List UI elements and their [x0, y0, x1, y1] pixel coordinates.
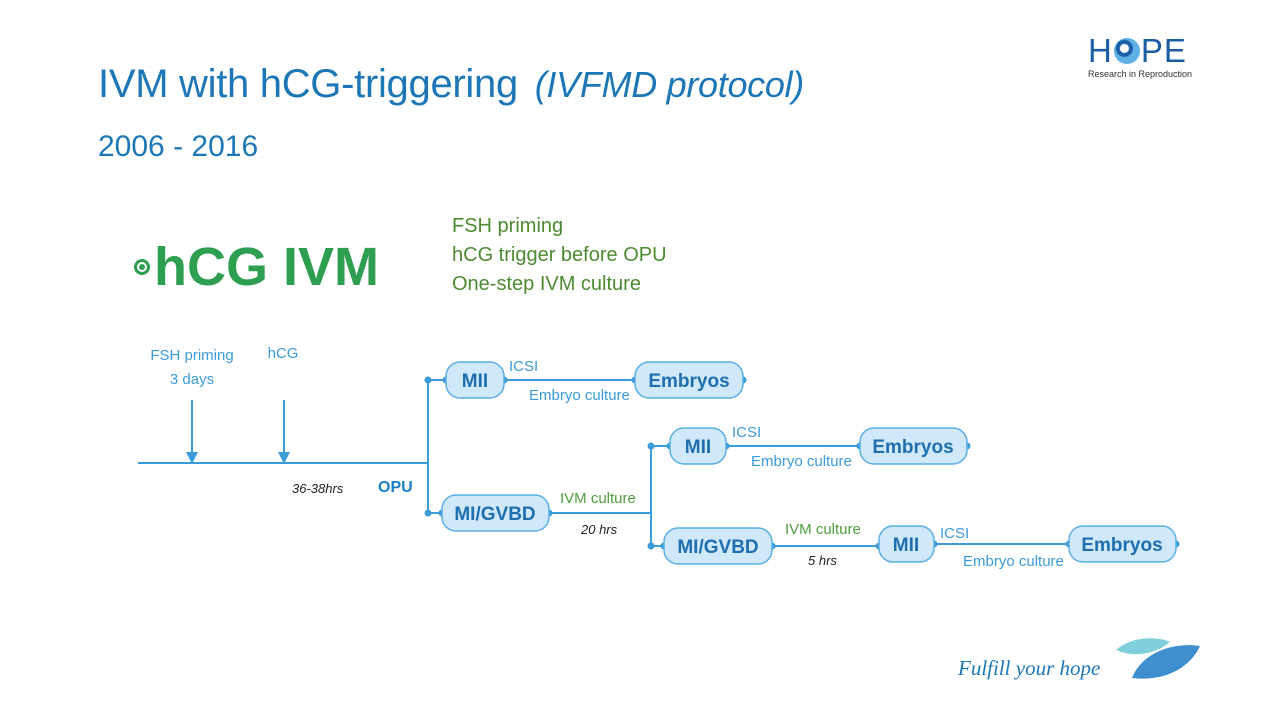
logo-letters-pe: PE — [1140, 32, 1187, 69]
ivm-culture-label: IVM culture — [560, 490, 636, 507]
edge-label: ICSI — [732, 424, 761, 441]
node-mii-2 — [669, 427, 727, 465]
node-label: MI/GVBD — [677, 537, 758, 558]
node-mii-1 — [445, 361, 505, 399]
hcg-arrow-head — [278, 452, 290, 464]
node-label: MII — [685, 437, 711, 458]
feature-item: FSH priming — [452, 215, 564, 237]
node-embryos-3 — [1068, 525, 1177, 563]
fsh-arrow-head — [186, 452, 198, 464]
node-embryos-1 — [634, 361, 744, 399]
feature-item: hCG trigger before OPU — [452, 244, 667, 266]
connector-dot — [647, 542, 655, 550]
node-mi-gvbd-1 — [441, 494, 550, 532]
bullet-icon — [134, 259, 150, 275]
interval-label: 36-38hrs — [292, 481, 344, 496]
feature-list: FSH priming hCG trigger before OPU One-s… — [452, 212, 667, 299]
node-label: MI/GVBD — [454, 504, 535, 525]
logo-letter-h: H — [1088, 32, 1113, 69]
node-label: MII — [893, 535, 919, 556]
connector-dot — [424, 376, 432, 384]
duration-label: 20 hrs — [580, 522, 618, 537]
logo-tagline: Research in Reproduction — [1088, 69, 1193, 79]
title-main: IVM with hCG-triggering — [98, 62, 518, 106]
fsh-priming-label: FSH priming — [150, 347, 233, 364]
edge-label: Embryo culture — [529, 387, 630, 404]
opu-label: OPU — [378, 479, 413, 496]
duration-label: 5 hrs — [808, 553, 837, 568]
title-protocol: (IVFMD protocol) — [534, 64, 805, 105]
node-label: Embryos — [872, 437, 953, 458]
node-label: MII — [462, 371, 488, 392]
method-label: hCG IVM — [154, 237, 379, 297]
ivm-culture-label: IVM culture — [785, 521, 861, 538]
node-label: Embryos — [648, 371, 729, 392]
connector-dot — [424, 509, 432, 517]
node-embryos-2 — [859, 427, 968, 465]
feature-item: One-step IVM culture — [452, 273, 641, 295]
leaf-icon — [1116, 638, 1200, 679]
connector-dot — [647, 442, 655, 450]
edge-label: ICSI — [940, 525, 969, 542]
footer-tagline: Fulfill your hope — [958, 656, 1101, 680]
hope-logo: H PE Research in Reproduction — [1088, 34, 1200, 79]
eye-icon — [1113, 37, 1140, 64]
method-heading: hCG IVM — [134, 236, 379, 298]
edge-label: ICSI — [509, 358, 538, 375]
node-label: Embryos — [1081, 535, 1162, 556]
slide-title: IVM with hCG-triggering (IVFMD protocol) — [98, 62, 804, 107]
fsh-days-label: 3 days — [170, 371, 214, 388]
slide-subtitle: 2006 - 2016 — [98, 130, 259, 163]
hcg-label: hCG — [268, 345, 299, 362]
edge-label: Embryo culture — [751, 453, 852, 470]
logo-wordmark: H PE — [1088, 34, 1200, 67]
node-mi-gvbd-2 — [663, 527, 773, 565]
node-mii-3 — [878, 525, 935, 563]
edge-label: Embryo culture — [963, 553, 1064, 570]
